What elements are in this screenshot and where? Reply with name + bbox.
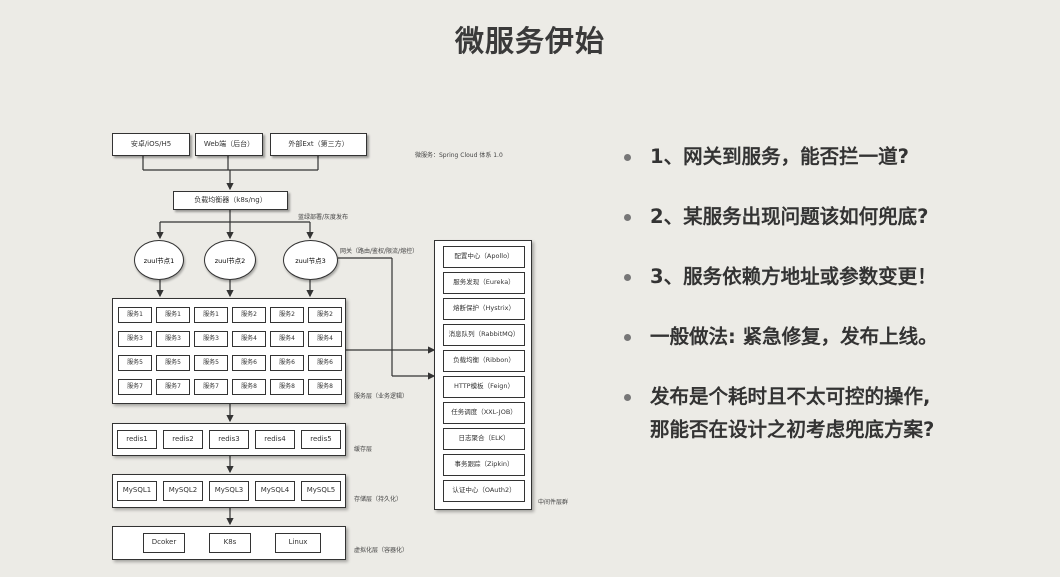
page-title: 微服务伊始 xyxy=(454,24,605,58)
bullet-text: 1、网关到服务，能否拦一道? xyxy=(650,145,909,168)
service-box: 服务4 xyxy=(232,331,266,347)
bullet-text: 3、服务依赖方地址或参数变更！ xyxy=(650,265,937,288)
client-external: 外部Ext（第三方） xyxy=(270,133,367,156)
service-box: 服务2 xyxy=(270,307,304,323)
bullet-text: 2、某服务出现问题该如何兜底? xyxy=(650,205,929,228)
service-box: 服务1 xyxy=(118,307,152,323)
middleware-box: 服务发现（Eureka） xyxy=(443,272,525,294)
cache-layer-label: 缓存层 xyxy=(354,446,373,453)
client-mobile: 安卓/iOS/H5 xyxy=(112,133,190,156)
service-box: 服务1 xyxy=(156,307,190,323)
middleware-panel: 配置中心（Apollo） 服务发现（Eureka） 熔断保护（Hystrix） … xyxy=(434,240,532,510)
middleware-label: 中间件层群 xyxy=(538,499,569,506)
service-box: 服务5 xyxy=(118,355,152,371)
middleware-box: 日志聚合（ELK） xyxy=(443,428,525,450)
bullet-dot-icon xyxy=(624,274,631,281)
service-box: 服务4 xyxy=(270,331,304,347)
architecture-diagram: 安卓/iOS/H5 Web端（后台） 外部Ext（第三方） 微服务：Spring… xyxy=(112,133,569,560)
bullet-dot-icon xyxy=(624,394,631,401)
service-box: 服务5 xyxy=(156,355,190,371)
bullet-dot-icon xyxy=(624,214,631,221)
mysql-box: MySQL1 xyxy=(117,481,157,501)
storage-layer-label: 存储层（持久化） xyxy=(354,496,403,503)
middleware-box: 认证中心（OAuth2） xyxy=(443,480,525,502)
middleware-box: 配置中心（Apollo） xyxy=(443,246,525,268)
service-box: 服务8 xyxy=(308,379,342,395)
k8s-box: K8s xyxy=(209,533,251,553)
service-box: 服务2 xyxy=(308,307,342,323)
service-box: 服务7 xyxy=(118,379,152,395)
service-box: 服务4 xyxy=(308,331,342,347)
service-box: 服务6 xyxy=(232,355,266,371)
mysql-box: MySQL5 xyxy=(301,481,341,501)
middleware-box: HTTP模板（Feign） xyxy=(443,376,525,398)
system-label: 微服务：Spring Cloud 体系 1.0 xyxy=(415,152,503,159)
redis-box: redis3 xyxy=(209,430,249,449)
zuul-node-3: zuul节点3 xyxy=(283,240,338,280)
linux-box: Linux xyxy=(275,533,321,553)
bullet-dot-icon xyxy=(624,334,631,341)
connector-lines xyxy=(142,156,436,526)
cache-layer-panel: redis1 redis2 redis3 redis4 redis5 xyxy=(112,423,346,456)
bullet-text: 一般做法: 紧急修复，发布上线。 xyxy=(650,325,938,348)
bullet-item: 发布是个耗时且不太可控的操作, 那能否在设计之初考虑兜底方案? xyxy=(620,380,1050,446)
mysql-box: MySQL4 xyxy=(255,481,295,501)
redis-box: redis4 xyxy=(255,430,295,449)
gateway-note: 网关（路由/鉴权/限流/熔控） xyxy=(340,248,419,255)
service-box: 服务2 xyxy=(232,307,266,323)
bullet-item: 2、某服务出现问题该如何兜底? xyxy=(620,200,1050,233)
lb-note: 蓝绿部署/灰度发布 xyxy=(298,214,349,221)
service-box: 服务6 xyxy=(270,355,304,371)
service-box: 服务5 xyxy=(194,355,228,371)
redis-box: redis2 xyxy=(163,430,203,449)
mysql-box: MySQL3 xyxy=(209,481,249,501)
service-layer-label: 服务层（业务逻辑） xyxy=(354,393,409,400)
service-box: 服务7 xyxy=(156,379,190,395)
service-box: 服务1 xyxy=(194,307,228,323)
storage-layer-panel: MySQL1 MySQL2 MySQL3 MySQL4 MySQL5 xyxy=(112,474,346,508)
bullet-item: 3、服务依赖方地址或参数变更！ xyxy=(620,260,1050,293)
docker-box: Dcoker xyxy=(143,533,185,553)
middleware-box: 任务调度（XXL-JOB） xyxy=(443,402,525,424)
redis-box: redis1 xyxy=(117,430,157,449)
service-box: 服务3 xyxy=(118,331,152,347)
middleware-box: 消息队列（RabbitMQ） xyxy=(443,324,525,346)
middleware-box: 负载均衡（Ribbon） xyxy=(443,350,525,372)
middleware-box: 事务跟踪（Zipkin） xyxy=(443,454,525,476)
middleware-box: 熔断保护（Hystrix） xyxy=(443,298,525,320)
load-balancer: 负载均衡器（k8s/ng） xyxy=(173,191,288,210)
service-box: 服务6 xyxy=(308,355,342,371)
client-web: Web端（后台） xyxy=(195,133,263,156)
mysql-box: MySQL2 xyxy=(163,481,203,501)
virtual-layer-label: 虚拟化层（容器化） xyxy=(354,547,409,554)
service-box: 服务8 xyxy=(270,379,304,395)
service-box: 服务7 xyxy=(194,379,228,395)
zuul-node-1: zuul节点1 xyxy=(134,240,184,280)
bullet-list: 1、网关到服务，能否拦一道? 2、某服务出现问题该如何兜底? 3、服务依赖方地址… xyxy=(620,140,1050,446)
service-box: 服务3 xyxy=(156,331,190,347)
bullet-item: 一般做法: 紧急修复，发布上线。 xyxy=(620,320,1050,353)
bullet-text-continued: 那能否在设计之初考虑兜底方案? xyxy=(650,418,935,441)
bullet-text: 发布是个耗时且不太可控的操作, xyxy=(650,385,931,408)
service-layer-panel: 服务1 服务1 服务1 服务2 服务2 服务2 服务3 服务3 服务3 服务4 … xyxy=(112,298,346,404)
redis-box: redis5 xyxy=(301,430,341,449)
bullet-dot-icon xyxy=(624,154,631,161)
zuul-node-2: zuul节点2 xyxy=(204,240,256,280)
bullet-item: 1、网关到服务，能否拦一道? xyxy=(620,140,1050,173)
service-box: 服务3 xyxy=(194,331,228,347)
virtual-layer-panel: Dcoker K8s Linux xyxy=(112,526,346,560)
service-box: 服务8 xyxy=(232,379,266,395)
